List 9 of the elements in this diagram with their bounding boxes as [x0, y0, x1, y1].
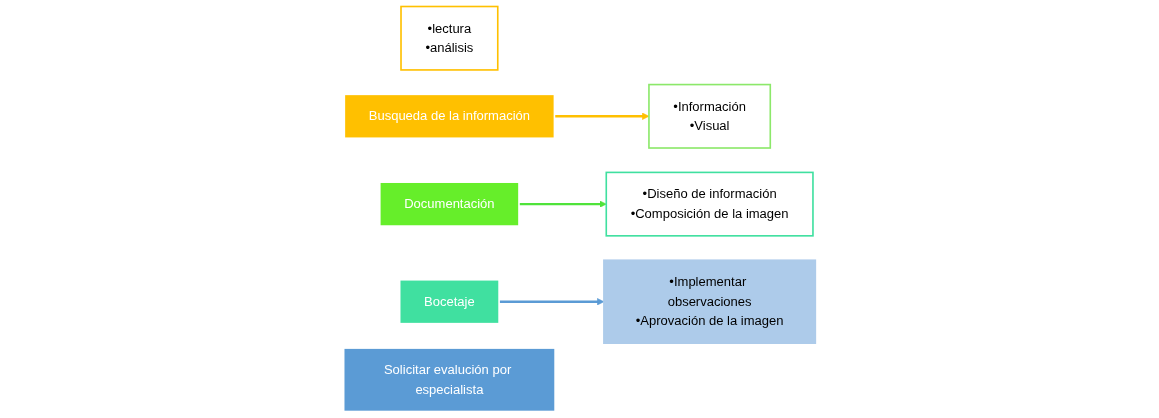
node-box: •Diseño de información •Composición de la imagen	[605, 171, 814, 237]
node-box: Bocetaje	[398, 278, 500, 325]
node-box: •lectura •análisis	[400, 5, 499, 71]
arrow	[519, 200, 607, 208]
node-box: Solicitar evalución por especialista	[342, 347, 556, 413]
node-box: •Implementar observaciones •Aprovación de la imagen	[603, 259, 817, 344]
node-box: •Información •Visual	[648, 83, 772, 149]
node-box: Busqueda de la información	[343, 93, 556, 140]
node-box: Documentación	[378, 181, 520, 227]
